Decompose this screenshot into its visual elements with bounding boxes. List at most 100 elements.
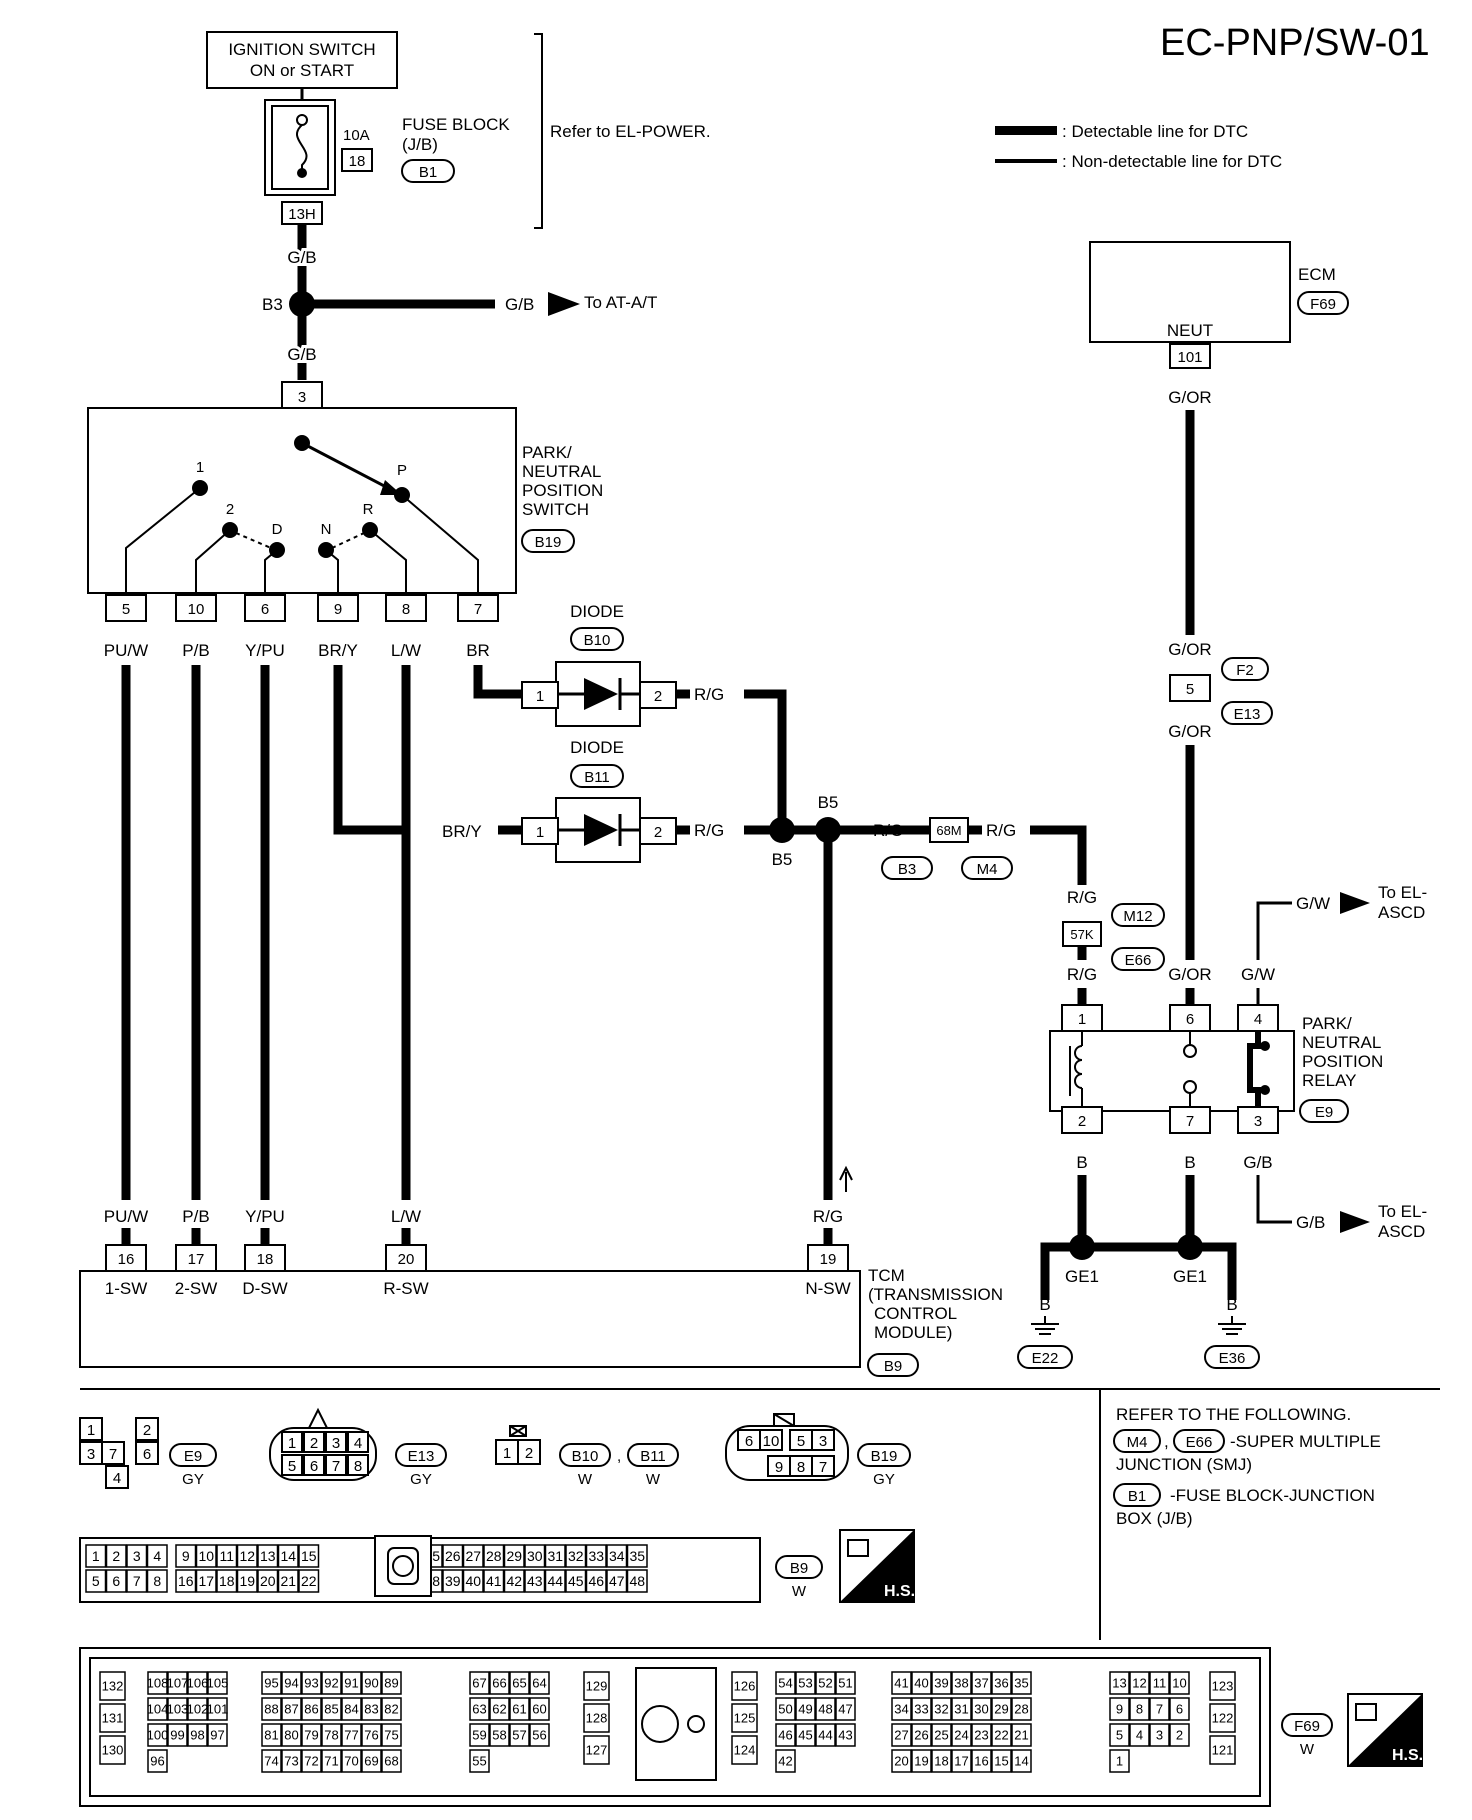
relay-pin-3: 3 [1254,1113,1262,1130]
pin-cell [341,1723,362,1747]
b9-label: B9 [790,1560,808,1577]
pin-number: 7 [1156,1702,1163,1717]
pin-cell [835,1723,856,1747]
pin-cell [565,1569,587,1593]
fuse-icon [296,124,308,172]
pin-cell [361,1671,382,1695]
diode-b10: DIODE B10 1 2 [521,602,677,727]
pin-cell [524,1569,546,1593]
pin-number: 131 [102,1711,124,1726]
arrow-right-icon [548,292,580,316]
tcm-connector: B9 [884,1358,902,1375]
pin-number: 23 [974,1728,988,1743]
pin-number: 14 [280,1548,296,1564]
pin-cell [891,1749,912,1773]
ground-e22: E22 [1032,1350,1059,1367]
pin-number: 2 [1176,1728,1183,1743]
e13-pin: 5 [288,1458,296,1475]
pin-cell [301,1697,322,1721]
pin-cell [277,1569,299,1593]
pin-number: 10 [198,1548,214,1564]
pin-cell [731,1735,758,1765]
pin-cell [583,1735,610,1765]
pin-cell [911,1723,932,1747]
pin-number: 16 [178,1573,194,1589]
f2-pin: 5 [1186,681,1194,698]
pin-number: 27 [465,1548,481,1564]
legend-detectable: : Detectable line for DTC [1062,122,1248,141]
pin-number: 52 [818,1676,832,1691]
pin-number: 46 [588,1573,604,1589]
tcm-pin-16: 16 [118,1251,135,1268]
pin-number: 121 [1212,1743,1234,1758]
pin-number: 94 [284,1676,298,1691]
tcm-rsw: R-SW [383,1279,428,1298]
pin-number: 72 [304,1754,318,1769]
pin-cell [1129,1723,1150,1747]
pnp-name-2: NEUTRAL [522,462,601,481]
pin-number: 34 [609,1548,625,1564]
pin-number: 73 [284,1754,298,1769]
pin-number: 48 [629,1573,645,1589]
pin-number: 20 [894,1754,908,1769]
pin-cell [261,1723,282,1747]
pin-cell [911,1749,932,1773]
pin-number: 67 [472,1676,486,1691]
wire-gb-label-to-at: G/B [505,295,534,314]
refer-smj-2: JUNCTION (SMJ) [1116,1455,1252,1474]
pin-cell [731,1703,758,1733]
arrow-right-icon [1340,1211,1370,1233]
pin-number: 100 [147,1728,169,1743]
pin-number: 31 [954,1702,968,1717]
pin-cell [126,1544,148,1568]
pin-cell [381,1671,402,1695]
pin-number: 43 [838,1728,852,1743]
pin-number: 41 [894,1676,908,1691]
refer-m4: M4 [1127,1434,1148,1451]
pin-cell [583,1703,610,1733]
pin-number: 68 [384,1754,398,1769]
pin-number: 60 [532,1702,546,1717]
pin-number: 130 [102,1743,124,1758]
pin-number: 3 [133,1548,141,1564]
tcm-pin-18: 18 [257,1251,274,1268]
pin-number: 58 [492,1728,506,1743]
e9-pin: 4 [113,1470,121,1487]
pin-cell [529,1697,550,1721]
pnp-name-1: PARK/ [522,443,572,462]
wire-pb-bottom: P/B [182,1207,209,1226]
pin-number: 38 [954,1676,968,1691]
pin-cell [301,1749,322,1773]
pin-cell [105,1544,127,1568]
pin-cell [835,1697,856,1721]
pnp-name-3: POSITION [522,481,603,500]
pin-cell [795,1671,816,1695]
tcm-name-3: CONTROL [874,1304,957,1323]
pin-cell [281,1723,302,1747]
wire-puw-top: PU/W [104,641,148,660]
pin-cell [606,1569,628,1593]
svg-text:,: , [1164,1432,1169,1451]
pin-number: 87 [284,1702,298,1717]
pin-cell [216,1544,238,1568]
pin-cell [301,1723,322,1747]
pin-number: 22 [994,1728,1008,1743]
junction-m12: M12 [1123,908,1152,925]
pin-number: 103 [167,1702,189,1717]
pin-number: 92 [324,1676,338,1691]
pin-cell [795,1723,816,1747]
pin-number: 65 [512,1676,526,1691]
pin-number: 19 [239,1573,255,1589]
pin-cell [277,1544,299,1568]
pin-cell [469,1671,490,1695]
pin-number: 53 [798,1676,812,1691]
pin-number: 35 [1014,1676,1028,1691]
wire-rg-bottom: R/G [813,1207,843,1226]
wire-gb-label-1: G/B [287,248,316,267]
pin-number: 1 [1116,1754,1123,1769]
pin-number: 85 [324,1702,338,1717]
fuse-pin: 13H [288,206,316,223]
pin-number: 128 [586,1711,608,1726]
pin-cell [775,1671,796,1695]
